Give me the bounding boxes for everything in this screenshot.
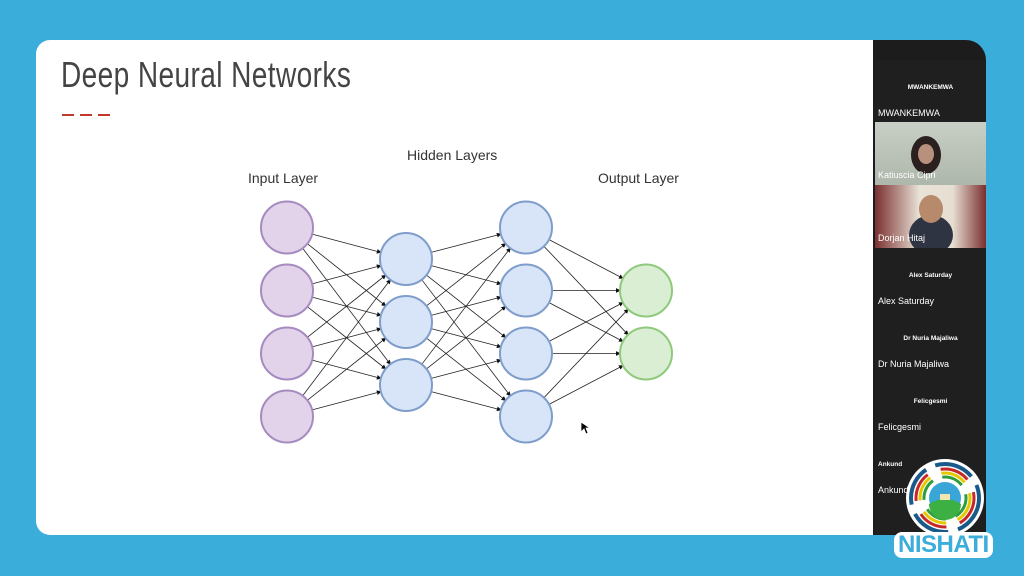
hidden-neuron <box>379 295 433 349</box>
connection-edge <box>426 243 507 307</box>
connection-edge <box>548 302 624 342</box>
connection-edge <box>431 358 502 379</box>
output-neuron <box>619 326 673 381</box>
output-neuron <box>619 263 673 318</box>
hidden-neuron <box>499 326 553 381</box>
connection-edge <box>302 279 391 396</box>
input-layer-label: Input Layer <box>248 170 319 186</box>
participant-avatar-name: Dr Nuria Majaliwa <box>903 335 958 342</box>
title-underline <box>62 114 110 116</box>
participant-video[interactable]: Katiuscia Cipri <box>875 122 986 185</box>
nishati-logo-icon <box>906 459 984 537</box>
participant-avatar-name: Alex Saturday <box>908 272 953 279</box>
participant-name: Alex Saturday <box>878 296 935 306</box>
participant-name: Dorjan Hitaj <box>878 233 926 243</box>
hidden-neuron <box>499 263 553 318</box>
participant-name: Dr Nuria Majaliwa <box>878 359 950 369</box>
hidden-neuron <box>379 232 433 286</box>
hidden-neuron <box>499 389 553 444</box>
connection-edge <box>548 365 624 405</box>
connection-edge <box>307 274 387 338</box>
connection-edge <box>543 308 629 398</box>
nishati-logo-text: NISHATI <box>894 532 993 558</box>
connection-edge <box>312 264 382 285</box>
slide-title: Deep Neural Networks <box>61 54 352 95</box>
mouse-cursor-icon <box>580 421 590 435</box>
hidden-layers-label: Hidden Layers <box>407 147 498 163</box>
neural-network-diagram <box>260 200 673 444</box>
participant-name: Ankund <box>878 485 909 495</box>
connection-edge <box>421 247 511 365</box>
connection-edge <box>312 233 382 254</box>
input-neuron <box>260 326 314 381</box>
output-layer-label: Output Layer <box>598 170 679 186</box>
input-neuron <box>260 389 314 444</box>
connection-edge <box>312 390 382 411</box>
input-neuron <box>260 200 314 255</box>
participants-panel[interactable]: MWANKEMWA MWANKEMWA Katiuscia Cipri Dorja… <box>873 40 986 535</box>
participant-video[interactable]: Dorjan Hitaj <box>875 185 986 255</box>
hidden-neuron <box>379 358 433 412</box>
input-neuron <box>260 263 314 318</box>
connection-edge <box>548 239 624 279</box>
presentation-slide: Deep Neural Networks <box>36 40 874 535</box>
connection-edge <box>426 306 507 370</box>
hidden-neuron <box>499 200 553 255</box>
connection-edge <box>431 232 502 253</box>
participant-tile[interactable]: Dr Nuria Majaliwa Dr Nuria Majaliwa <box>875 311 986 374</box>
participant-avatar-name: MWANKEMWA <box>907 84 954 91</box>
connection-edge <box>307 337 387 401</box>
participant-avatar-name: Felicgesmi <box>913 398 948 405</box>
participant-avatar-name: Ankund <box>878 461 903 468</box>
participant-name: Katiuscia Cipri <box>878 170 936 180</box>
participant-name: Felicgesmi <box>878 422 922 432</box>
connection-edge <box>431 391 502 412</box>
participant-tile[interactable]: MWANKEMWA MWANKEMWA <box>875 60 986 123</box>
participant-name: MWANKEMWA <box>878 108 940 118</box>
